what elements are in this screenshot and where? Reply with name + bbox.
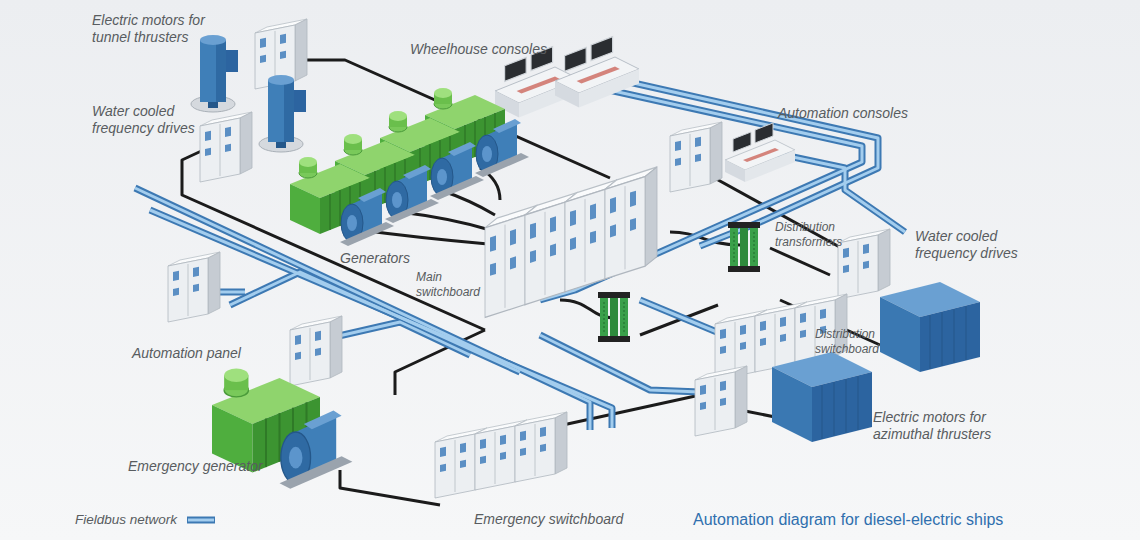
part-label: Wheelhouse consoles [410, 41, 547, 58]
part-label: Water cooled frequency drives [92, 103, 207, 137]
part-label: Generators [340, 250, 410, 267]
part-label: Emergency switchboard [474, 511, 623, 528]
part-label: Electric motors for tunnel thrusters [92, 12, 227, 46]
legend-line-sample [188, 519, 214, 522]
diagram-caption: Automation diagram for diesel-electric s… [693, 510, 1003, 530]
part-label: Automation panel [132, 345, 241, 362]
legend-line-sample [187, 517, 215, 524]
part-label: Electric motors for azimuthal thrusters [873, 409, 1013, 443]
part-label: Distribution switchboard [815, 327, 895, 357]
main-switchboard [485, 167, 657, 317]
part-label: Emergency generator [128, 458, 263, 475]
emergency-switchboard [435, 412, 567, 498]
part-label: Automation consoles [778, 105, 908, 122]
part-label: Water cooled frequency drives [915, 228, 1030, 262]
part-label: Distribution transformers [775, 220, 857, 250]
legend-text: Fieldbus network [75, 511, 177, 528]
part-label: Main switchboard [416, 270, 491, 300]
